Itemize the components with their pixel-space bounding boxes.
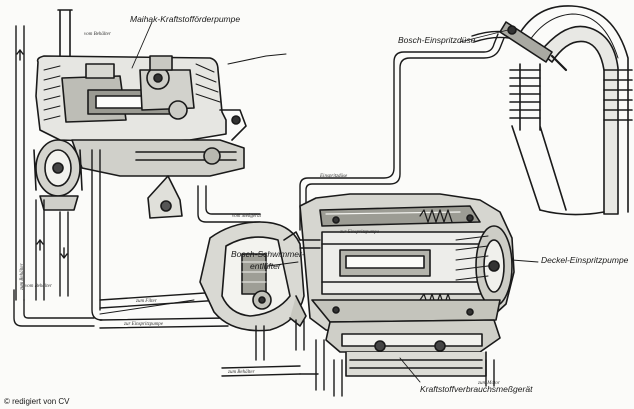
- deckel-pump-label: Deckel-Einspritzpumpe: [541, 255, 629, 265]
- small-label-vom-behaelter-mid: vom Behälter: [25, 284, 52, 289]
- consumption-meter: [299, 319, 501, 397]
- small-label-vom-messgeraet: vom Meßgerät: [232, 214, 262, 219]
- small-label-zum-behaelter-bottom: zum Behälter: [228, 370, 255, 375]
- small-label-zur-einspritzpumpe-center: zur Einspritzpumpe: [340, 230, 380, 235]
- copyright-notice: © redigiert von CV: [4, 397, 70, 406]
- small-label-einspritzduese: Einspritzdüse: [320, 174, 348, 179]
- deckel-injection-pump: [299, 193, 515, 337]
- bosch-float-label-line1: Bosch-Schwimmer-: [231, 249, 305, 259]
- left-pipes: [13, 25, 253, 329]
- small-label-zum-filter: zum Filter: [136, 299, 157, 304]
- bosch-float-vent: [199, 221, 321, 377]
- bosch-nozzle-cylinder: [499, 5, 633, 216]
- maihak-feed-pump: [35, 9, 247, 219]
- bosch-nozzle-label: Bosch-Einspritzdüse: [398, 35, 476, 45]
- bosch-float-label-line2: entlüfter: [250, 261, 281, 271]
- meter-label: Kraftstoffverbrauchsmeßgerät: [420, 384, 533, 394]
- small-label-zur-einspritzpumpe-left: zur Einspritzpumpe: [124, 322, 164, 327]
- small-label-vom-behaelter-top: vom Behälter: [84, 32, 111, 37]
- left-filter: [33, 139, 83, 211]
- maihak-pump-label: Maihak-Kraftstofförderpumpe: [130, 14, 241, 24]
- small-label-zum-motor: zum Motor: [478, 381, 500, 386]
- leader-lines: [131, 21, 539, 383]
